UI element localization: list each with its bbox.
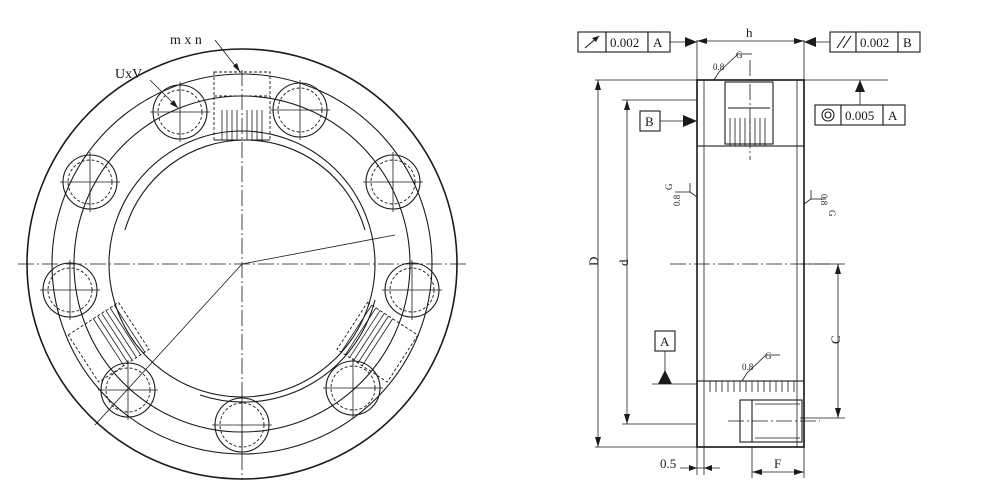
- bolt-leader-arrow: [170, 100, 178, 108]
- dim-half-label: 0.5: [660, 456, 676, 471]
- svg-text:G: G: [664, 183, 674, 190]
- svg-text:0.005: 0.005: [845, 108, 874, 123]
- svg-text:0.8: 0.8: [713, 62, 725, 72]
- svg-text:G: G: [736, 50, 743, 60]
- dim-C-label: C: [828, 335, 843, 344]
- bore-inner-arc: [124, 139, 366, 231]
- tolerance-frame-runout: 0.002 A: [577, 31, 697, 53]
- bolt-hole: [40, 260, 100, 320]
- bolt-hole: [212, 395, 272, 455]
- datum-b: B: [639, 110, 697, 132]
- svg-text:B: B: [645, 114, 654, 129]
- tolerance-frame-concentric: 0.005 A: [804, 79, 906, 126]
- left-threaded-hole: [67, 301, 150, 383]
- svg-text:A: A: [660, 334, 670, 349]
- bottom-hatched-section: [696, 380, 805, 448]
- roughness-bottom: 0.8 G: [741, 351, 780, 382]
- top-thread-lines: [729, 118, 766, 146]
- dim-F-label: F: [774, 456, 781, 471]
- tolerance-frame-parallel: 0.002 B: [804, 31, 921, 53]
- concentric-icon: [821, 108, 835, 122]
- dim-h-label: h: [746, 25, 753, 40]
- roughness-left: 0.8 G: [664, 183, 698, 206]
- bolt-hole: [382, 260, 442, 320]
- thread-leader-arrow: [233, 63, 240, 72]
- dim-d-label: d: [616, 259, 631, 266]
- datum-a: A: [652, 330, 697, 385]
- bore-inner-arc-2: [199, 299, 376, 403]
- svg-text:B: B: [903, 35, 912, 50]
- bolt-hole: [270, 80, 330, 140]
- diagonal-construction-line: [94, 263, 243, 426]
- svg-text:0.8: 0.8: [742, 362, 754, 372]
- front-view: m x n UxV: [18, 33, 468, 480]
- side-view: h D d C 0.5 F: [577, 25, 921, 478]
- svg-text:A: A: [888, 108, 898, 123]
- bolt-hole: [363, 152, 423, 212]
- bottom-thread-lines: [709, 381, 795, 392]
- svg-text:A: A: [653, 35, 663, 50]
- right-threaded-hole: [336, 301, 419, 383]
- roughness-right: 0.8 G: [803, 190, 837, 217]
- bolt-hole: [323, 358, 383, 418]
- svg-text:0.8: 0.8: [672, 194, 682, 206]
- diagonal-construction-line-2: [241, 234, 396, 265]
- dim-D-label: D: [586, 257, 601, 266]
- bolt-hole: [60, 152, 120, 212]
- bolt-hole: [150, 82, 210, 142]
- top-threaded-hole: [213, 71, 271, 141]
- top-hatched-section: [696, 79, 805, 147]
- bolt-holes: [40, 80, 442, 455]
- svg-text:0.002: 0.002: [610, 35, 639, 50]
- parallel-icon: [836, 35, 846, 49]
- thread-callout-text: m x n: [170, 33, 202, 48]
- top-threaded-bore: [724, 81, 774, 145]
- bolt-hole: [98, 360, 158, 420]
- svg-text:G: G: [827, 210, 837, 217]
- svg-text:0.8: 0.8: [819, 194, 829, 206]
- roughness-top: 0.8 G: [713, 50, 752, 81]
- bolt-callout-text: UxV: [115, 67, 142, 82]
- svg-text:0.002: 0.002: [860, 35, 889, 50]
- svg-text:G: G: [765, 351, 772, 361]
